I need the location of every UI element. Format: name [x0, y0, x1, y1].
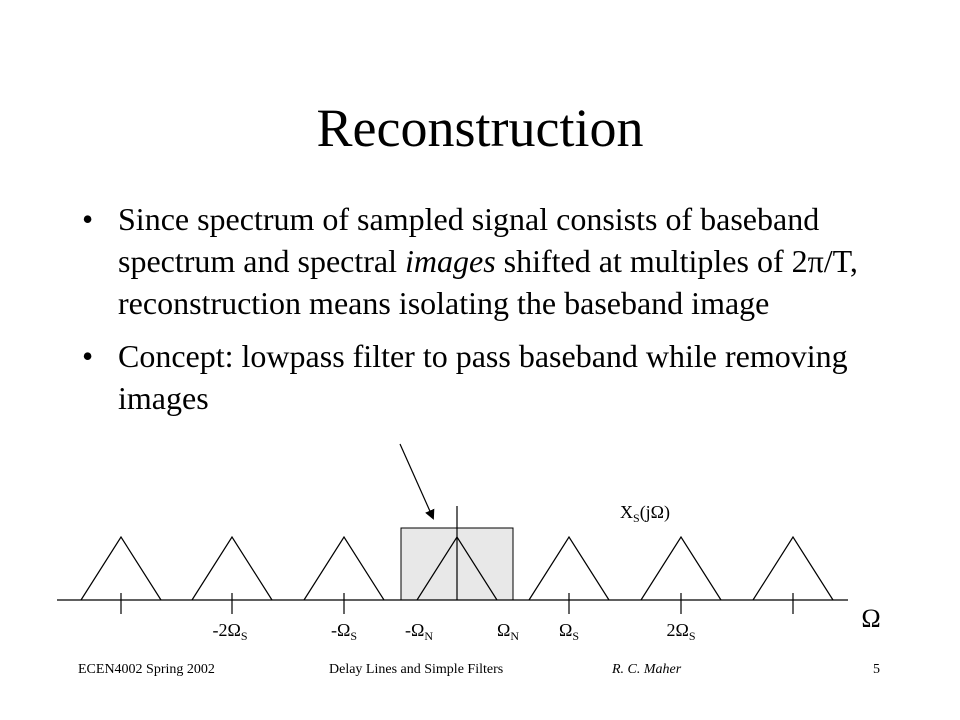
spectral-images	[80, 535, 834, 601]
baseband-spectrum-triangle	[416, 535, 498, 601]
spectral-image-triangle	[640, 535, 722, 601]
bullet-text-part: Since spectrum of sampled signal consist…	[118, 201, 820, 279]
bullet-text-part: Concept: lowpass filter to pass baseband…	[118, 338, 848, 416]
bullet-item-1: • Since spectrum of sampled signal consi…	[78, 198, 878, 324]
tick-label-2-omega-s: 2ΩS	[666, 620, 695, 643]
bullet-symbol: •	[82, 201, 94, 237]
bullet-text-part: shifted at multiples of 2π/T, reconstruc…	[118, 243, 858, 321]
tick-label-minus-omega-s: -ΩS	[331, 620, 357, 643]
spectral-image-triangle	[303, 535, 385, 601]
spectral-image-triangle	[752, 535, 834, 601]
footer-author: R. C. Maher	[612, 662, 682, 677]
tick-labels: -2ΩS -ΩS -ΩN ΩN ΩS 2ΩS	[212, 620, 695, 643]
tick-label-omega-s: ΩS	[559, 620, 579, 643]
bullet-item-2: • Concept: lowpass filter to pass baseba…	[78, 335, 878, 419]
tick-label-minus-omega-n: -ΩN	[405, 620, 433, 643]
axis-ticks	[120, 593, 794, 614]
frequency-axis-label: Ω	[861, 604, 880, 633]
tick-label-omega-n: ΩN	[497, 620, 519, 643]
pointer-arrow	[399, 443, 435, 520]
spectral-image-triangle	[528, 535, 610, 601]
bullet-symbol: •	[82, 338, 94, 374]
slide-title: Reconstruction	[316, 98, 644, 158]
spectral-image-triangle	[191, 535, 273, 601]
spectrum-label: XS(jΩ)	[620, 502, 670, 525]
bullet-list: • Since spectrum of sampled signal consi…	[78, 198, 878, 430]
footer-page-number: 5	[873, 662, 880, 677]
footer-course: ECEN4002 Spring 2002	[78, 662, 215, 677]
spectral-image-triangle	[80, 535, 162, 601]
bullet-emphasis: images	[405, 243, 496, 279]
footer-topic: Delay Lines and Simple Filters	[329, 662, 504, 677]
tick-label-minus-2-omega-s: -2ΩS	[212, 620, 247, 643]
